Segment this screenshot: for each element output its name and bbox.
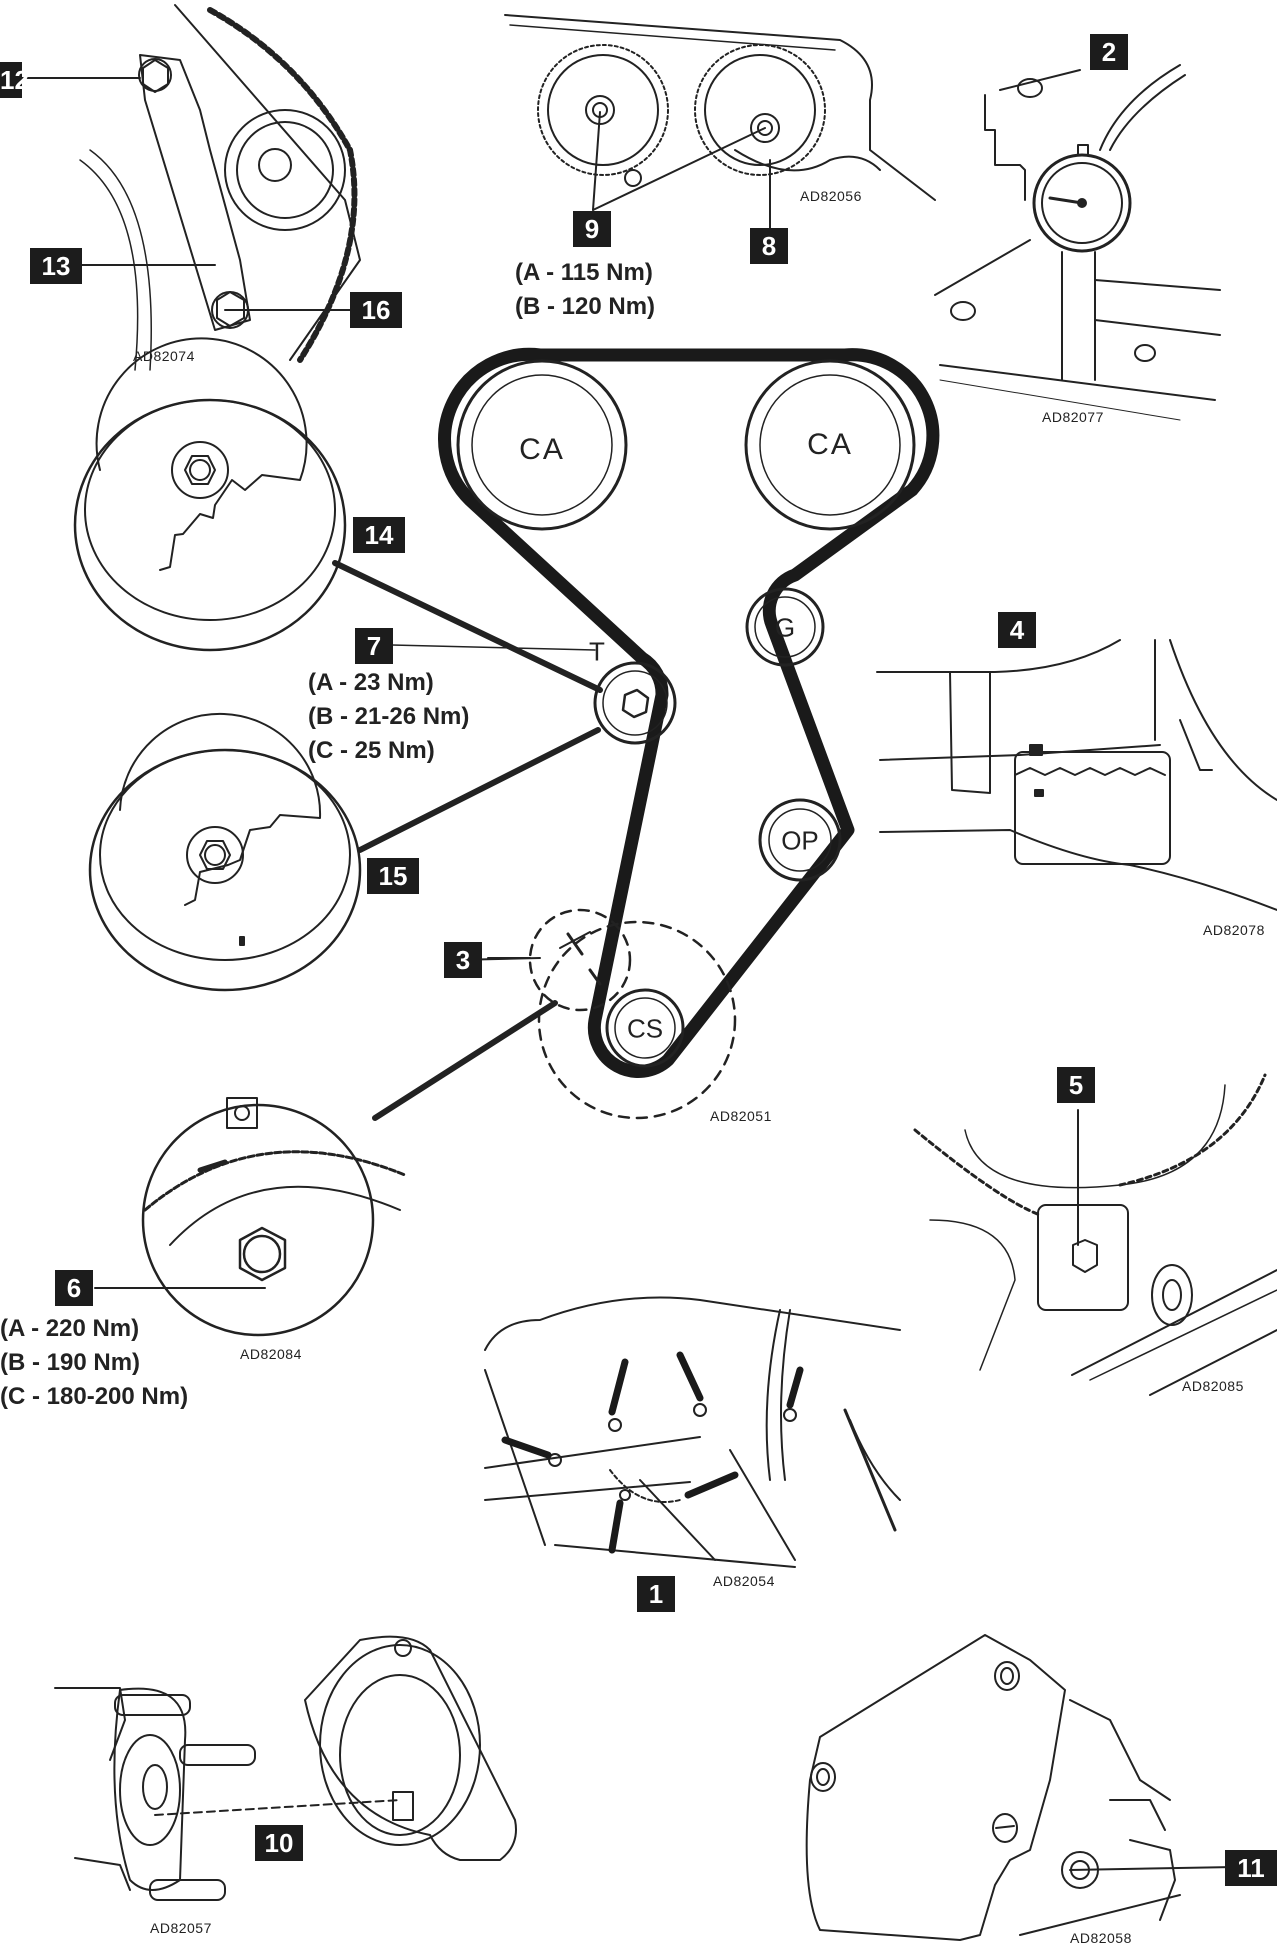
figure-engine-mount-bolts (484, 1296, 901, 1568)
callout-7: 7 (355, 628, 393, 664)
callout-3: 3 (444, 942, 482, 978)
callout-4: 4 (998, 612, 1036, 648)
callout-16: 16 (350, 292, 402, 328)
pulley-label-camshaft-right: CA (807, 428, 853, 461)
callout-1: 1 (637, 1576, 675, 1612)
torque-spec-line: (A - 115 Nm) (515, 259, 653, 286)
figure-code: AD82074 (133, 348, 195, 364)
figure-dial-gauge (934, 64, 1221, 421)
camshaft-pulley-left (456, 359, 628, 531)
callout-14: 14 (353, 517, 405, 553)
arrow-icon (501, 1436, 552, 1459)
tensioner-hex-icon (621, 688, 650, 719)
arrow-icon (786, 1366, 804, 1409)
arrow-icon (608, 1499, 624, 1554)
figure-crank-sprocket-key (54, 1635, 517, 1901)
torque-spec-line: (C - 25 Nm) (308, 737, 435, 764)
callout-8: 8 (750, 228, 788, 264)
tensioner-label: T (589, 636, 605, 667)
callout-2: 2 (1090, 34, 1128, 70)
callout-15: 15 (367, 858, 419, 894)
figure-code: AD82054 (713, 1573, 775, 1589)
figure-code: AD82085 (1182, 1378, 1244, 1394)
figure-code: AD82058 (1070, 1930, 1132, 1946)
arrow-icon (608, 1358, 629, 1416)
figure-tensioner-detail-15 (88, 712, 362, 992)
arrow-icon (684, 1471, 739, 1499)
figure-oil-pump-marks (876, 639, 1277, 911)
torque-spec-item9: (A - 115 Nm) (B - 120 Nm) (515, 256, 655, 324)
callout-5: 5 (1057, 1067, 1095, 1103)
pulley-label-oil-pump: OP (781, 825, 819, 856)
torque-spec-line: (C - 180-200 Nm) (0, 1383, 189, 1410)
figure-code: AD82077 (1042, 409, 1104, 425)
timing-mark-detail-circle (528, 908, 632, 1012)
camshaft-pulley-right (744, 359, 916, 531)
figure-code: AD82078 (1203, 922, 1265, 938)
torque-spec-line: (B - 120 Nm) (515, 293, 656, 320)
timing-belt (438, 347, 940, 1078)
figure-tensioner-detail-14 (73, 337, 347, 652)
figure-code: AD82057 (150, 1920, 212, 1936)
torque-spec-item7: (A - 23 Nm) (B - 21-26 Nm) (C - 25 Nm) (308, 666, 469, 768)
pulley-label-camshaft-left: CA (519, 433, 565, 466)
callout-9: 9 (573, 211, 611, 247)
torque-spec-item6: (A - 220 Nm) (B - 190 Nm) (C - 180-200 N… (0, 1312, 188, 1414)
torque-spec-line: (B - 21-26 Nm) (308, 703, 470, 730)
callout-11: 11 (1225, 1850, 1277, 1886)
main-belt-diagram (332, 347, 940, 1121)
callout-13: 13 (30, 248, 82, 284)
figure-tensioner-bracket (0, 4, 361, 371)
torque-spec-line: (A - 220 Nm) (0, 1315, 140, 1342)
tensioner-pulley (593, 661, 677, 745)
callout-12: 12 (0, 62, 29, 98)
torque-spec-line: (B - 190 Nm) (0, 1349, 141, 1376)
guide-pulley (745, 587, 825, 667)
figure-crankshaft-sprocket-detail (94, 1097, 407, 1337)
torque-spec-line: (A - 23 Nm) (308, 669, 434, 696)
figure-camshaft-sprockets (504, 14, 936, 229)
arrow-icon (676, 1351, 704, 1402)
figure-code: AD82056 (800, 188, 862, 204)
figure-camshaft-cover (805, 1634, 1236, 1941)
pulley-label-crankshaft: CS (626, 1013, 664, 1044)
oil-pump-pulley (758, 798, 842, 882)
callout-6: 6 (55, 1270, 93, 1306)
figure-code: AD82084 (240, 1346, 302, 1362)
pulley-label-guide: G (774, 612, 796, 643)
figure-code: AD82051 (710, 1108, 772, 1124)
crankshaft-pulley (605, 988, 685, 1068)
figure-crank-pin-position (913, 1073, 1277, 1396)
callout-10: 10 (255, 1825, 303, 1861)
